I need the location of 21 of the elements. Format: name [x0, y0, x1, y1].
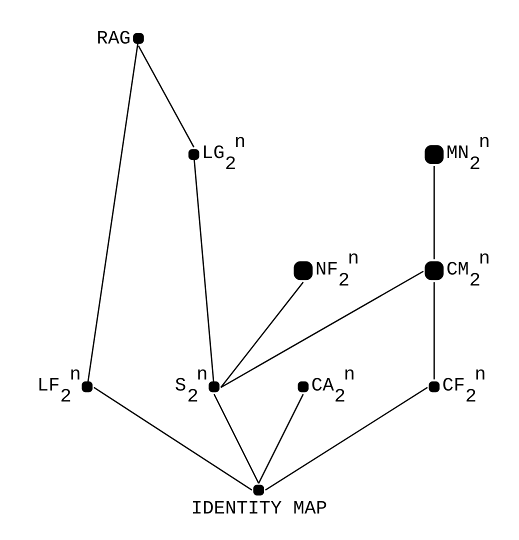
connector: [264, 386, 428, 491]
connector: [93, 386, 252, 491]
connector: [220, 282, 304, 388]
node-circle: [424, 145, 444, 164]
node-circle: [297, 381, 308, 392]
connector: [137, 46, 194, 148]
connector: [433, 282, 434, 380]
node-circle: [424, 261, 444, 280]
node-circle: [188, 149, 199, 160]
connector: [220, 270, 424, 388]
node-circle: [81, 381, 92, 392]
connector: [212, 394, 259, 484]
connector: [433, 166, 434, 260]
node-circle: [428, 381, 440, 392]
connector: [258, 394, 304, 484]
node-circle: [208, 381, 219, 392]
node-circle: [293, 261, 312, 280]
node-label: IDENTITY MAP: [190, 497, 327, 520]
node-circle: [252, 484, 264, 496]
node-circle: [132, 33, 144, 44]
node-label: RAG: [96, 27, 130, 50]
